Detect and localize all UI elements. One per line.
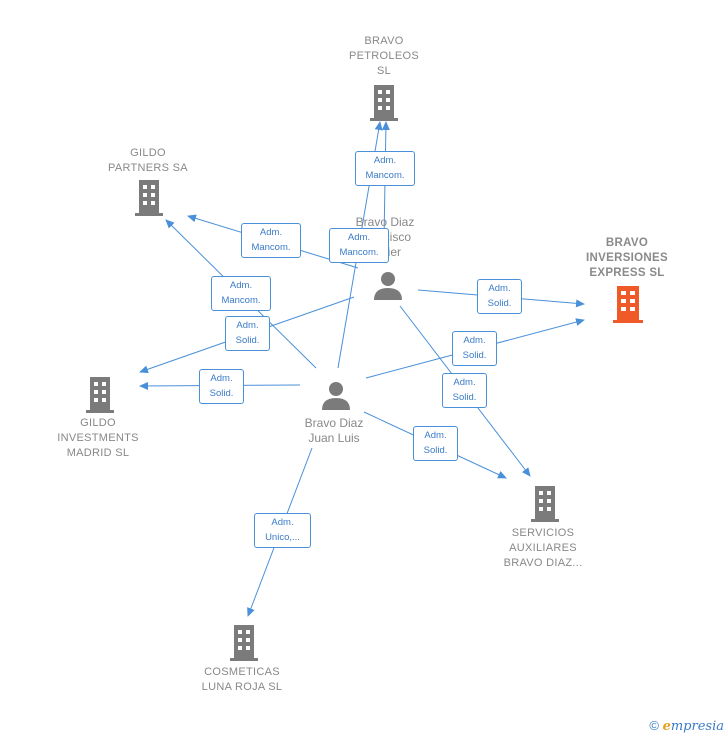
relation-line: Solid. (462, 350, 487, 361)
relation-line: Solid. (209, 388, 234, 399)
relation-line: Adm. (373, 155, 397, 166)
building-icon[interactable] (531, 486, 561, 522)
relation-box[interactable]: Adm. Solid. (452, 331, 497, 366)
relation-line: Mancom. (365, 170, 405, 181)
label-line: INVESTMENTS (57, 432, 139, 444)
label-line: BRAVO DIAZ... (503, 557, 583, 569)
relation-line: Unico,... (265, 532, 300, 543)
label-line: COSMETICAS (204, 666, 280, 678)
label-gildo-investments: GILDO INVESTMENTS MADRID SL (48, 416, 148, 461)
relation-line: Solid. (423, 445, 448, 456)
label-juan-luis: Bravo Diaz Juan Luis (284, 416, 384, 446)
relation-box[interactable]: Adm. Mancom. (329, 228, 389, 263)
label-line: SERVICIOS (511, 527, 575, 539)
label-line: Juan Luis (308, 431, 360, 445)
label-line: INVERSIONES (586, 252, 668, 264)
label-bravo-inversiones: BRAVO INVERSIONES EXPRESS SL (572, 236, 682, 281)
person-icon[interactable] (320, 380, 352, 412)
relation-line: Mancom. (339, 247, 379, 258)
relation-box[interactable]: Adm. Unico,... (254, 513, 311, 548)
relation-line: Adm. (424, 430, 447, 441)
building-icon[interactable] (86, 377, 116, 413)
relation-line: Adm. (236, 320, 259, 331)
relation-line: Solid. (487, 298, 512, 309)
empresia-logo[interactable]: empresia (663, 719, 724, 734)
label-line: GILDO (130, 147, 166, 159)
relation-line: Mancom. (221, 295, 261, 306)
relation-box[interactable]: Adm. Solid. (413, 426, 458, 461)
building-icon[interactable] (230, 625, 260, 661)
copyright-icon: © (649, 718, 659, 733)
relation-line: Adm. (453, 377, 476, 388)
relation-line: Solid. (235, 335, 260, 346)
relation-line: Adm. (259, 227, 283, 238)
person-icon[interactable] (372, 270, 404, 302)
relation-line: Solid. (452, 392, 477, 403)
label-servicios-auxiliares: SERVICIOS AUXILIARES BRAVO DIAZ... (488, 526, 598, 571)
footer-brand: © empresia (649, 718, 724, 734)
label-cosmeticas: COSMETICAS LUNA ROJA SL (192, 665, 292, 695)
logo-text: mpresia (670, 719, 724, 734)
label-line: Bravo Diaz (304, 416, 364, 430)
relation-line: Mancom. (251, 242, 291, 253)
building-icon-highlight[interactable] (613, 286, 645, 324)
relation-line: Adm. (271, 517, 294, 528)
logo-e: e (662, 719, 671, 734)
relation-line: Adm. (488, 283, 511, 294)
relation-line: Adm. (463, 335, 486, 346)
relation-box[interactable]: Adm. Mancom. (241, 223, 301, 258)
building-icon[interactable] (370, 85, 400, 121)
relation-line: Adm. (210, 373, 233, 384)
relation-box[interactable]: Adm. Solid. (199, 369, 244, 404)
label-line: AUXILIARES (509, 542, 577, 554)
label-line: GILDO (80, 417, 116, 429)
relation-box[interactable]: Adm. Mancom. (355, 151, 415, 186)
relation-line: Adm. (229, 280, 253, 291)
relation-box[interactable]: Adm. Mancom. (211, 276, 271, 311)
label-line: EXPRESS SL (589, 267, 665, 279)
label-gildo-partners: GILDO PARTNERS SA (98, 146, 198, 176)
building-icon[interactable] (135, 180, 165, 216)
label-line: PARTNERS SA (108, 162, 188, 174)
label-line: Bravo Diaz (355, 215, 415, 229)
label-line: MADRID SL (66, 447, 130, 459)
relation-box[interactable]: Adm. Solid. (442, 373, 487, 408)
label-bravo-petroleos: BRAVO PETROLEOS SL (334, 34, 434, 79)
label-line: PETROLEOS (349, 50, 419, 62)
label-line: BRAVO (605, 237, 649, 249)
relation-box[interactable]: Adm. Solid. (225, 316, 270, 351)
relation-box[interactable]: Adm. Solid. (477, 279, 522, 314)
label-line: BRAVO (364, 35, 404, 47)
label-line: SL (376, 65, 392, 77)
label-line: LUNA ROJA SL (201, 681, 283, 693)
relation-line: Adm. (347, 232, 371, 243)
